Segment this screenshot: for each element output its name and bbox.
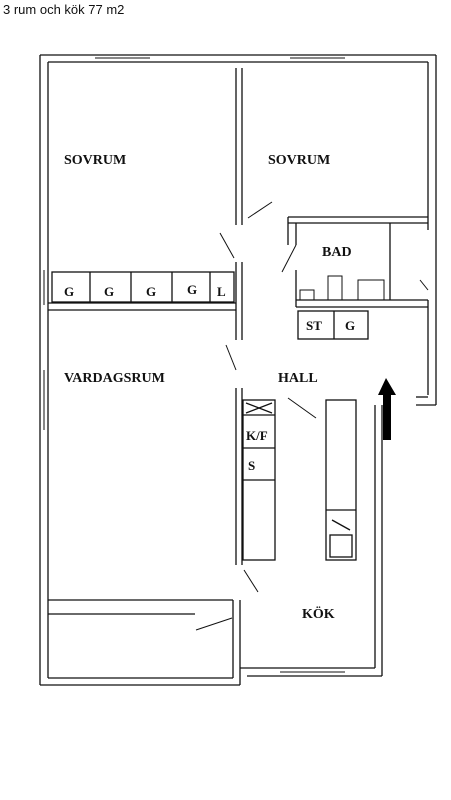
kitchen-label-cabinet: S	[248, 458, 255, 473]
kitchen-label-fridge-freezer: K/F	[246, 428, 268, 443]
room-label-kitchen: KÖK	[302, 605, 335, 622]
windows	[43, 57, 345, 673]
room-label-living-room: VARDAGSRUM	[64, 371, 165, 386]
hall-storage	[297, 310, 369, 340]
room-label-bedroom-1: SOVRUM	[64, 153, 126, 168]
room-label-bedroom-2: SOVRUM	[268, 153, 330, 168]
door-swings	[195, 201, 317, 631]
bathroom-fixtures	[299, 275, 429, 301]
storage-label-wardrobe-3: G	[146, 284, 156, 299]
storage-label-hall-st: ST	[306, 318, 322, 333]
plan-caption: 3 rum och kök 77 m2	[3, 2, 125, 17]
wardrobe-row	[51, 271, 235, 303]
storage-label-hall-g: G	[345, 318, 355, 333]
entrance-arrow-icon	[378, 378, 396, 440]
room-label-bathroom: BAD	[322, 245, 352, 260]
storage-label-wardrobe-1: G	[64, 284, 74, 299]
kitchen-counter-right	[325, 399, 357, 561]
room-label-hall: HALL	[278, 371, 318, 386]
kitchen-counter-left	[242, 399, 276, 561]
storage-label-wardrobe-4: G	[187, 282, 197, 297]
outer-walls	[39, 54, 437, 686]
storage-label-linen: L	[217, 284, 226, 299]
storage-label-wardrobe-2: G	[104, 284, 114, 299]
